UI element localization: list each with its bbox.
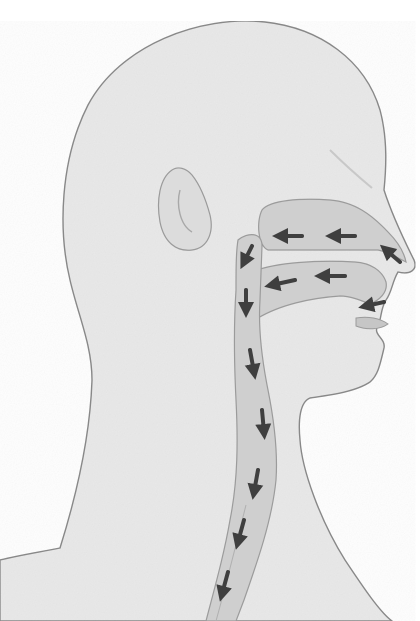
arrow-pharynx-4 (262, 410, 264, 432)
head (0, 21, 415, 621)
